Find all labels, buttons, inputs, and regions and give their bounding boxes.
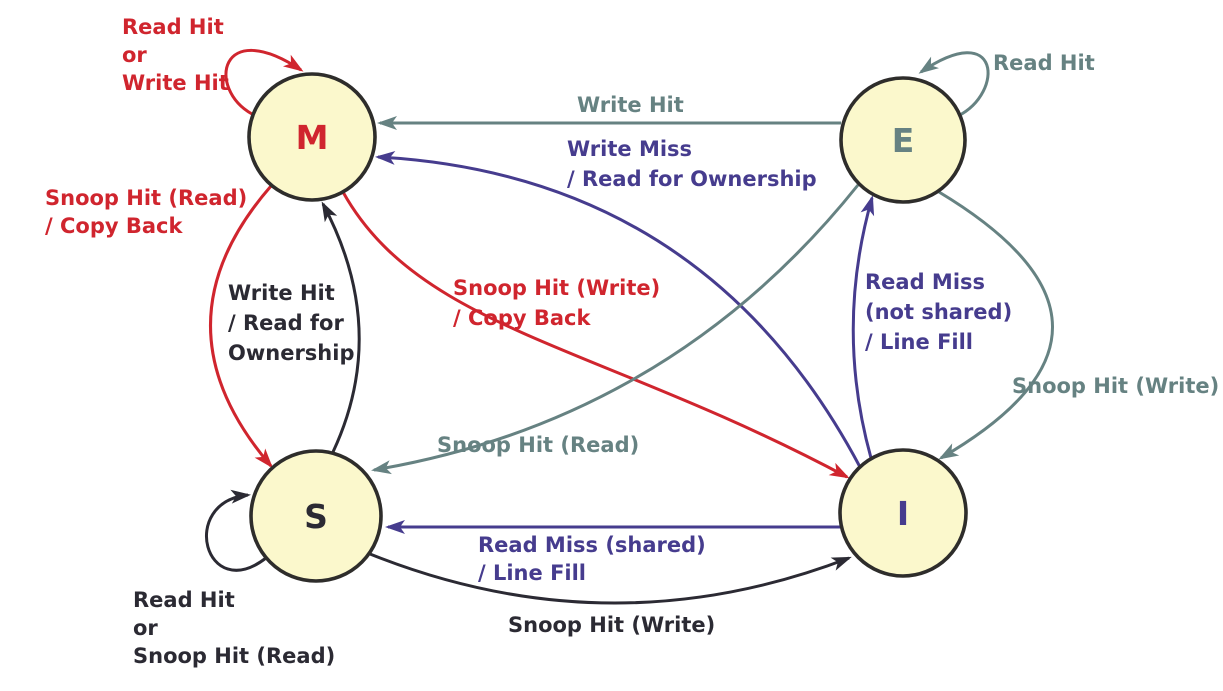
transition-s-to-i-snoop-hit-write bbox=[369, 552, 852, 605]
label-line: Snoop Hit (Write) bbox=[508, 613, 715, 637]
label-line: Write Hit bbox=[228, 281, 335, 305]
label-line: Read Hit bbox=[122, 15, 224, 39]
label-e-to-s-snoop-hit-read: Snoop Hit (Read) bbox=[437, 433, 639, 457]
label-line: (not shared) bbox=[865, 300, 1012, 324]
state-node-s bbox=[249, 449, 383, 583]
state-label-s: S bbox=[304, 497, 328, 536]
label-e-to-m-write-hit: Write Hit bbox=[577, 93, 684, 117]
transition-e-to-i-snoop-hit-write bbox=[938, 190, 1054, 460]
label-line: Read Hit bbox=[133, 588, 235, 612]
label-line: / Copy Back bbox=[45, 214, 183, 238]
label-e-to-i-snoop-hit-write: Snoop Hit (Write) bbox=[1012, 374, 1219, 398]
transition-s-self-loop bbox=[205, 489, 267, 572]
transition-m-to-i-snoop-hit-write bbox=[341, 191, 850, 479]
state-node-m bbox=[247, 72, 377, 202]
label-line: Ownership bbox=[228, 341, 354, 365]
label-line: Write Hit bbox=[122, 71, 229, 95]
state-label-e: E bbox=[892, 121, 915, 160]
state-label-m: M bbox=[296, 118, 329, 157]
label-e-self-read-hit: Read Hit bbox=[993, 51, 1095, 75]
label-line: / Line Fill bbox=[865, 330, 973, 354]
transition-i-to-m-write-miss bbox=[375, 150, 862, 468]
transition-i-to-e-read-miss-not-shared bbox=[851, 195, 875, 459]
label-line: Snoop Hit (Write) bbox=[453, 276, 660, 300]
label-line: / Read for Ownership bbox=[567, 167, 817, 191]
label-line: Snoop Hit (Read) bbox=[45, 186, 247, 210]
label-line: / Read for bbox=[228, 311, 344, 335]
transition-e-to-s-snoop-hit-read bbox=[371, 184, 860, 475]
label-m-self-read-or-write-hit: Read Hit or Write Hit bbox=[122, 15, 229, 95]
label-line: Read Miss bbox=[865, 270, 985, 294]
label-line: Snoop Hit (Read) bbox=[437, 433, 639, 457]
label-s-self-read-hit-or-snoop-hit-read: Read Hit or Snoop Hit (Read) bbox=[133, 588, 335, 668]
state-node-i bbox=[838, 448, 968, 578]
label-line: Read Miss (shared) bbox=[478, 533, 706, 557]
label-line: / Copy Back bbox=[453, 306, 591, 330]
label-line: Snoop Hit (Write) bbox=[1012, 374, 1219, 398]
label-line: Read Hit bbox=[993, 51, 1095, 75]
label-m-to-i-snoop-hit-write: Snoop Hit (Write) / Copy Back bbox=[453, 276, 660, 330]
label-line: Write Miss bbox=[567, 137, 692, 161]
label-line: Write Hit bbox=[577, 93, 684, 117]
label-line: or bbox=[122, 43, 147, 67]
state-label-i: I bbox=[897, 494, 909, 533]
label-s-to-m-write-hit-rfo: Write Hit / Read for Ownership bbox=[228, 281, 354, 365]
transition-e-self-loop bbox=[918, 51, 990, 118]
transition-m-to-s-snoop-hit-read bbox=[209, 185, 273, 469]
label-i-to-e-read-miss-not-shared: Read Miss (not shared) / Line Fill bbox=[865, 270, 1012, 354]
label-line: / Line Fill bbox=[478, 561, 586, 585]
label-i-to-s-read-miss-shared: Read Miss (shared) / Line Fill bbox=[478, 533, 706, 585]
label-m-to-s-snoop-hit-read: Snoop Hit (Read) / Copy Back bbox=[45, 186, 247, 238]
transition-s-to-m-write-hit-rfo bbox=[321, 201, 361, 453]
label-line: Snoop Hit (Read) bbox=[133, 644, 335, 668]
state-node-e bbox=[839, 76, 967, 204]
label-line: or bbox=[133, 616, 158, 640]
transition-m-self-loop bbox=[224, 48, 304, 116]
label-s-to-i-snoop-hit-write: Snoop Hit (Write) bbox=[508, 613, 715, 637]
label-i-to-m-write-miss: Write Miss / Read for Ownership bbox=[567, 137, 817, 191]
